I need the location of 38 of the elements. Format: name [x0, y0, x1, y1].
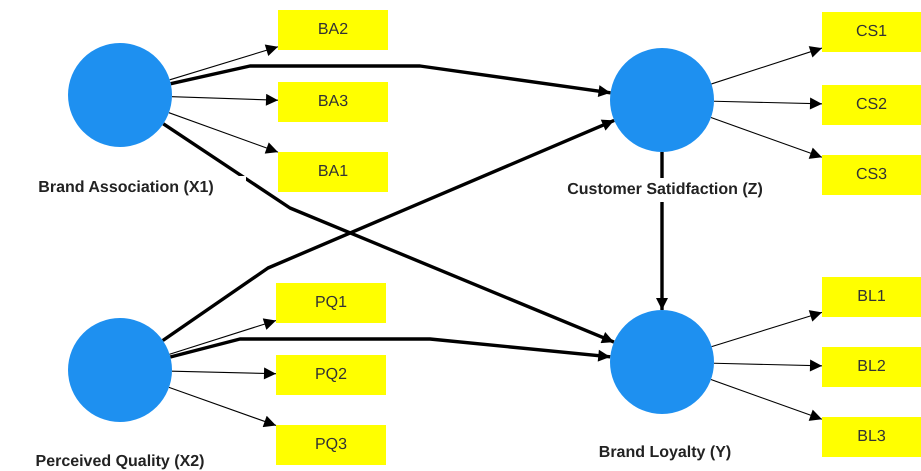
arrow: [711, 46, 822, 84]
indicator-box: [822, 155, 921, 195]
indicator-box: [278, 152, 388, 192]
arrow: [710, 379, 822, 421]
indicator-label: BL2: [857, 357, 886, 377]
indicator-label: PQ3: [314, 435, 347, 455]
indicator-label: CS1: [856, 22, 888, 42]
indicator-box: [822, 85, 921, 125]
indicator-box: [822, 417, 921, 457]
indicator-label: BA2: [318, 20, 348, 40]
indicator-box: [276, 283, 386, 323]
arrow: [712, 310, 822, 348]
indicator-box: [822, 347, 921, 387]
indicator-label: BL1: [857, 287, 886, 307]
arrow: [714, 360, 822, 372]
indicator-box: [822, 12, 921, 52]
arrow: [168, 112, 278, 154]
arrow: [170, 44, 278, 80]
indicator-box: [278, 10, 388, 50]
arrow: [172, 367, 276, 380]
indicator-box: [276, 355, 386, 395]
indicator-label: PQ1: [314, 293, 347, 313]
arrow: [169, 318, 276, 355]
indicator-box: [822, 277, 921, 317]
indicator-box: [278, 82, 388, 122]
arrow: [172, 94, 278, 106]
indicator-box: [276, 425, 386, 465]
arrow: [170, 64, 611, 98]
arrow: [168, 386, 276, 428]
indicator-label: BA1: [318, 162, 348, 182]
arrow: [170, 337, 610, 362]
arrow: [710, 117, 822, 159]
indicator-label: PQ2: [314, 365, 347, 385]
indicator-label: BL3: [857, 427, 886, 447]
arrow: [714, 98, 822, 110]
indicator-label: CS3: [856, 165, 888, 185]
indicator-label: BA3: [318, 92, 348, 112]
indicator-label: CS2: [856, 95, 888, 115]
